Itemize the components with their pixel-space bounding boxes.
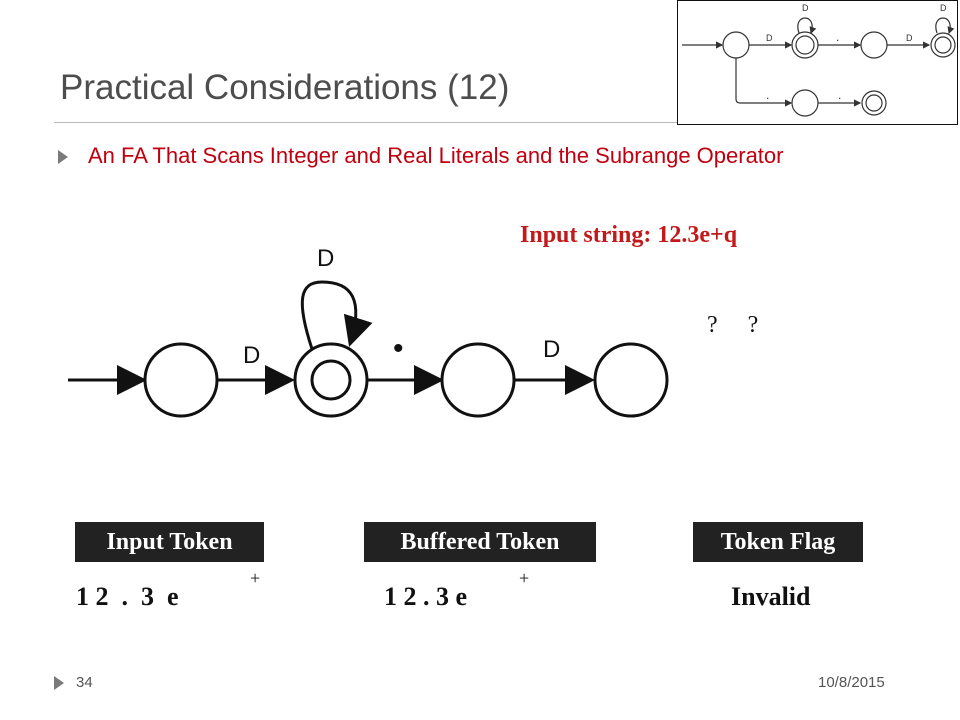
input-token-label: Input Token [75, 522, 264, 562]
bullet-arrow-icon [58, 150, 68, 164]
footer-arrow-icon [54, 676, 64, 690]
buffered-token-label: Buffered Token [364, 522, 596, 562]
state-integer-accept-ring [310, 359, 352, 401]
thumb-label: D [766, 33, 773, 43]
state-dot [440, 342, 516, 418]
edge-dot-label: • [393, 332, 404, 365]
self-loop-label: D [317, 245, 334, 272]
edge-fraction-label: D [543, 336, 560, 363]
unknown-transitions: ? ? [707, 312, 759, 338]
thumb-label: . [766, 88, 769, 102]
thumb-label: . [836, 30, 839, 44]
edge-start-label: D [243, 342, 260, 369]
page-number: 34 [76, 674, 93, 691]
page-title: Practical Considerations (12) [60, 68, 510, 107]
thumb-label: D [940, 3, 947, 13]
slide-date: 10/8/2015 [818, 674, 885, 691]
thumbnail-diagram: D D D D . . . [677, 0, 958, 125]
thumb-label: . [838, 88, 841, 102]
self-loop [300, 280, 373, 350]
state-integer [293, 342, 369, 418]
input-string: Input string: 12.3e+q [520, 222, 738, 248]
thumb-loop-2 [935, 17, 955, 35]
thumb-state-subrange [861, 90, 887, 116]
token-flag-value: Invalid [731, 582, 811, 611]
input-token-sequence: 1 2 . 3 e [76, 582, 179, 611]
thumb-loop-1 [797, 17, 817, 35]
buffered-token-sequence: 1 2 . 3 e [384, 582, 468, 611]
title-divider [54, 122, 682, 123]
token-flag-label: Token Flag [693, 522, 863, 562]
thumb-edge-4 [735, 58, 793, 107]
input-token-plus: + [250, 568, 261, 588]
state-start [143, 342, 219, 418]
bullet-text: An FA That Scans Integer and Real Litera… [88, 143, 784, 168]
state-fraction [593, 342, 669, 418]
thumb-state-real [930, 32, 956, 58]
thumbnail-svg: D D D D . . . [682, 3, 956, 117]
buffered-token-plus: + [519, 568, 530, 588]
thumb-label: D [906, 33, 913, 43]
thumb-label: D [802, 3, 809, 13]
